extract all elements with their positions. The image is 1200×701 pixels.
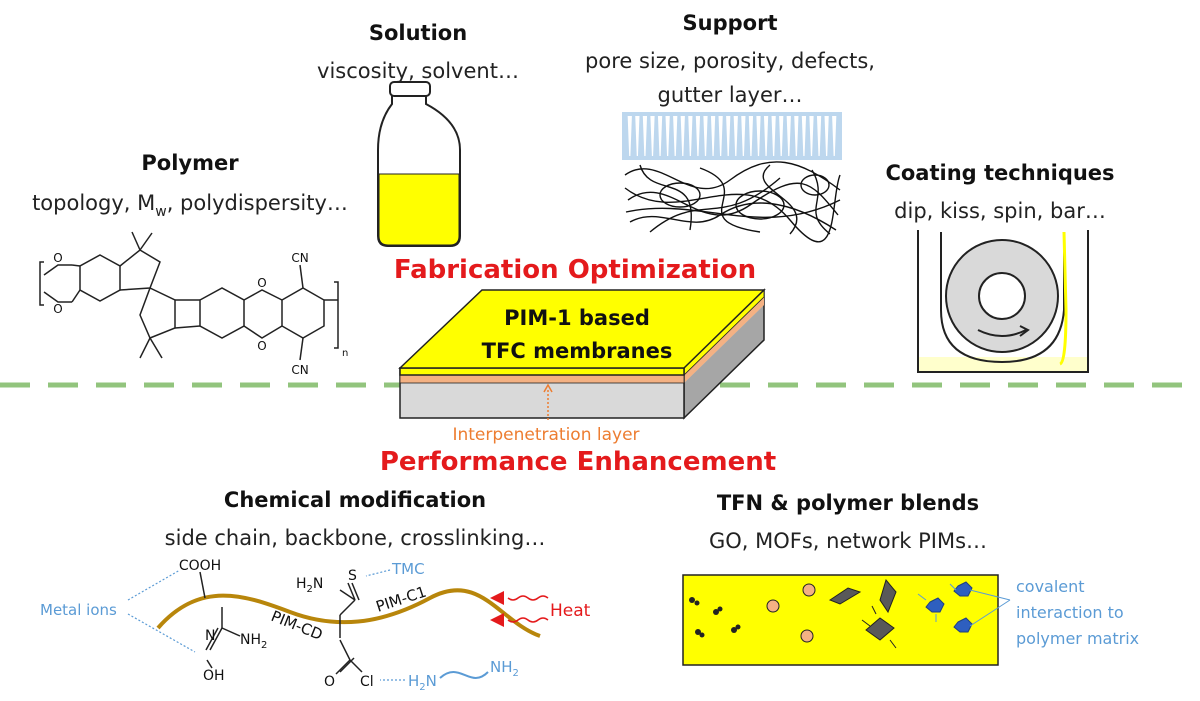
diamine-nh2-label: NH2 <box>490 658 519 679</box>
support-title: Support <box>683 11 778 35</box>
tmc-arrow <box>365 569 391 577</box>
thioamide-h2n-label: H2N <box>296 576 323 595</box>
membrane-label-1: PIM-1 based <box>504 306 650 330</box>
solution-title: Solution <box>369 21 467 45</box>
polymer-subtitle: topology, Mw, polydispersity… <box>32 191 348 220</box>
tfn-note-2: interaction to <box>1016 603 1124 622</box>
oxime-oh-label: OH <box>203 668 225 684</box>
pim1-o-bottom: O <box>53 302 62 316</box>
chemical-title: Chemical modification <box>224 488 486 512</box>
tfn-note-1: covalent <box>1016 577 1085 596</box>
membrane-block <box>398 288 766 420</box>
pim1-n-subscript: n <box>342 348 348 359</box>
support-porous-layer-icon <box>622 112 842 160</box>
support-subtitle-2: gutter layer… <box>657 83 802 107</box>
diamine-h2n-label: H2N <box>408 672 437 693</box>
thioamide-s-label: S <box>348 568 357 584</box>
heat-arrowhead-bottom <box>490 613 504 627</box>
performance-heading: Performance Enhancement <box>380 447 776 477</box>
support-subtitle-1: pore size, porosity, defects, <box>585 49 875 73</box>
coating-title: Coating techniques <box>885 161 1114 185</box>
heat-label: Heat <box>550 601 591 621</box>
acyl-o-label: O <box>324 674 335 690</box>
coating-subtitle: dip, kiss, spin, bar… <box>894 199 1106 223</box>
solution-bottle-icon <box>377 81 461 247</box>
diamine-chain <box>439 671 489 679</box>
pim1-structure <box>39 231 339 361</box>
side-chain-bonds <box>199 571 363 675</box>
tfn-matrix-icon <box>682 574 999 666</box>
polymer-chain-wave <box>156 588 541 638</box>
interlayer-label: Interpenetration layer <box>452 425 639 445</box>
support-nonwoven-layer-icon <box>622 160 842 243</box>
heat-arrowhead-top <box>490 591 504 605</box>
metal-ions-label: Metal ions <box>40 601 117 619</box>
tfn-title: TFN & polymer blends <box>717 491 979 515</box>
pim1-o-top: O <box>53 251 62 265</box>
pim1-cn-bottom: CN <box>291 363 308 377</box>
membrane-label-2: TFC membranes <box>482 339 673 363</box>
acyl-cl-label: Cl <box>360 674 374 690</box>
metal-ions-arrow-up <box>127 569 181 601</box>
fabrication-heading: Fabrication Optimization <box>394 255 756 285</box>
coating-roller-icon <box>917 230 1089 373</box>
oxime-n-label: N <box>205 628 215 644</box>
pim1-o-mid-bottom: O <box>257 339 266 353</box>
tfn-bracket-arrow <box>969 589 1011 627</box>
pim1-o-mid-top: O <box>257 276 266 290</box>
tfn-subtitle: GO, MOFs, network PIMs… <box>709 529 987 553</box>
solution-subtitle: viscosity, solvent… <box>317 59 519 83</box>
tmc-label: TMC <box>391 560 425 578</box>
pim1-cn-top: CN <box>291 251 308 265</box>
heat-wavy-arrows-icon <box>507 595 549 623</box>
amidoxime-nh2-label: NH2 <box>240 632 267 651</box>
metal-ions-arrow-down <box>127 613 196 653</box>
tfn-note-3: polymer matrix <box>1016 629 1139 648</box>
cooh-label: COOH <box>179 558 221 574</box>
polymer-title: Polymer <box>141 151 239 175</box>
chemical-subtitle: side chain, backbone, crosslinking… <box>165 526 546 550</box>
